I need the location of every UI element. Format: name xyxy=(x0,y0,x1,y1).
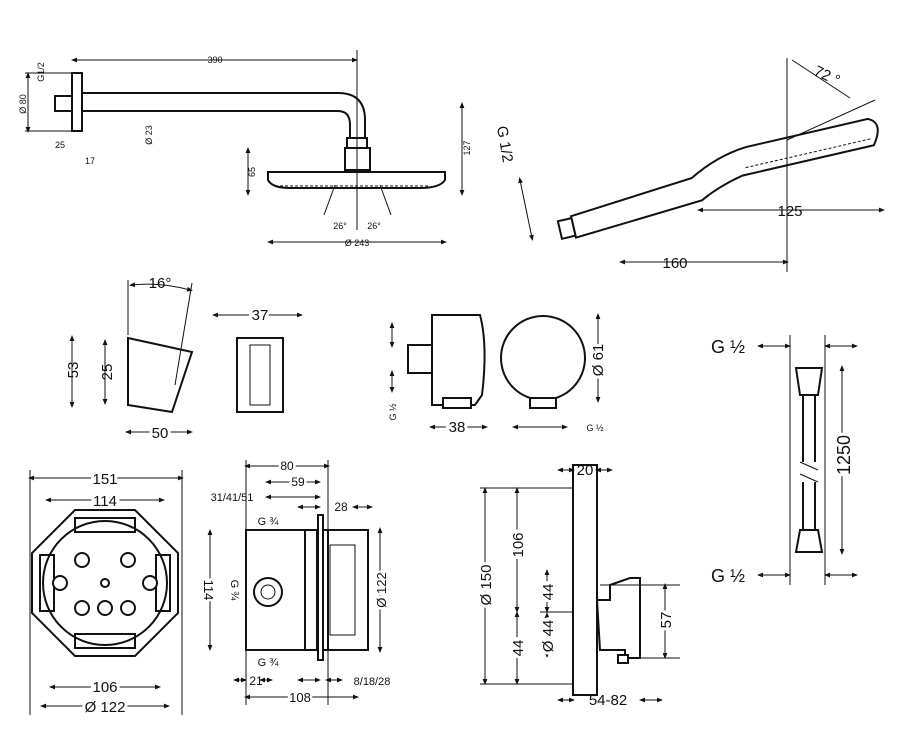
arm-thread-label: G1/2 xyxy=(36,62,46,82)
knob-diameter-label: Ø 44 xyxy=(540,620,557,653)
arm-diameter-label: Ø 23 xyxy=(144,125,154,145)
ibox-inner-top-label: 114 xyxy=(93,493,117,510)
outlet-diameter-label: Ø 61 xyxy=(590,344,607,377)
flange-diameter-label: Ø 80 xyxy=(18,94,28,114)
plate-depth-label: 20 xyxy=(577,462,594,479)
knob-offset-bottom-label: 44 xyxy=(510,640,527,657)
side-offset-label: 21 xyxy=(249,674,263,688)
thermostat-drawing: 20 Ø 150 106 44 Ø 44 44 57 54-82 xyxy=(475,462,680,709)
projection-label: 54-82 xyxy=(589,692,627,709)
drop-label: 127 xyxy=(462,140,472,155)
hand-shower-angle-label: 72 ° xyxy=(811,63,843,90)
side-thread-mid-label: G ¾ xyxy=(228,580,240,602)
hand-shower-drawing: 72 ° G 1/2 125 160 xyxy=(493,58,885,272)
head-diameter-label: Ø 243 xyxy=(345,238,370,248)
flange-depth-label: 17 xyxy=(85,156,95,166)
holder-height-label: 53 xyxy=(65,362,82,379)
side-cover-label: 28 xyxy=(334,500,348,514)
ibox-inner-bottom-label: 106 xyxy=(92,679,117,696)
knob-offset-top-label: 44 xyxy=(540,584,557,601)
flange-offset-label: 25 xyxy=(55,140,65,150)
total-length-label: 160 xyxy=(662,255,687,272)
holder-drawing: 16° 53 25 50 37 xyxy=(65,275,303,445)
side-width-label: 80 xyxy=(280,459,294,473)
head-length-label: 125 xyxy=(777,203,802,220)
outlet-thread-bottom-label: G ½ xyxy=(586,423,604,433)
ibox-outer-label: 151 xyxy=(92,471,117,488)
hose-length-label: 1250 xyxy=(834,435,854,475)
ibox-diameter-label: Ø 122 xyxy=(85,699,126,716)
side-thread-top-label: G ¾ xyxy=(258,516,280,528)
side-height-label: 114 xyxy=(201,580,216,601)
upper-height-label: 106 xyxy=(510,532,527,557)
ibox-front-drawing: 151 114 106 Ø 122 xyxy=(28,468,184,719)
side-extension-options-label: 8/18/28 xyxy=(354,676,391,688)
ibox-ports xyxy=(52,552,158,616)
side-diameter-label: Ø 122 xyxy=(374,572,389,607)
angle-left-label: 26° xyxy=(333,221,347,231)
outlet-depth-label: 38 xyxy=(449,419,466,436)
hand-shower-thread-label: G 1/2 xyxy=(493,125,516,164)
head-height-label: 65 xyxy=(247,167,257,177)
hose-drawing: G ½ 1250 G ½ xyxy=(711,335,858,586)
holder-angle-label: 16° xyxy=(149,275,172,292)
side-depth-options-label: 31/41/51 xyxy=(211,492,254,504)
hose-thread-bottom-label: G ½ xyxy=(711,566,745,586)
hose-thread-top-label: G ½ xyxy=(711,337,745,357)
arm-length-label: 390 xyxy=(207,55,222,65)
side-thread-bottom-label: G ¾ xyxy=(258,657,280,669)
holder-depth-label: 50 xyxy=(152,425,169,442)
plate-diameter-label: Ø 150 xyxy=(478,565,495,606)
rain-shower-drawing: 390 Ø 80 G1/2 Ø 23 25 17 65 127 26° 26° … xyxy=(18,50,472,248)
knob-height-label: 57 xyxy=(658,612,675,629)
outlet-thread-side-label: G ½ xyxy=(388,403,398,421)
side-total-label: 108 xyxy=(289,690,311,705)
wall-outlet-drawing: G ½ 38 Ø 61 G ½ xyxy=(388,313,610,439)
side-inner-label: 59 xyxy=(291,475,305,489)
holder-mount-height-label: 25 xyxy=(99,364,116,381)
holder-width-label: 37 xyxy=(252,307,269,324)
angle-right-label: 26° xyxy=(367,221,381,231)
ibox-side-drawing: 80 59 31/41/51 28 G ¾ 114 G ¾ Ø 122 G ¾ … xyxy=(199,457,392,708)
